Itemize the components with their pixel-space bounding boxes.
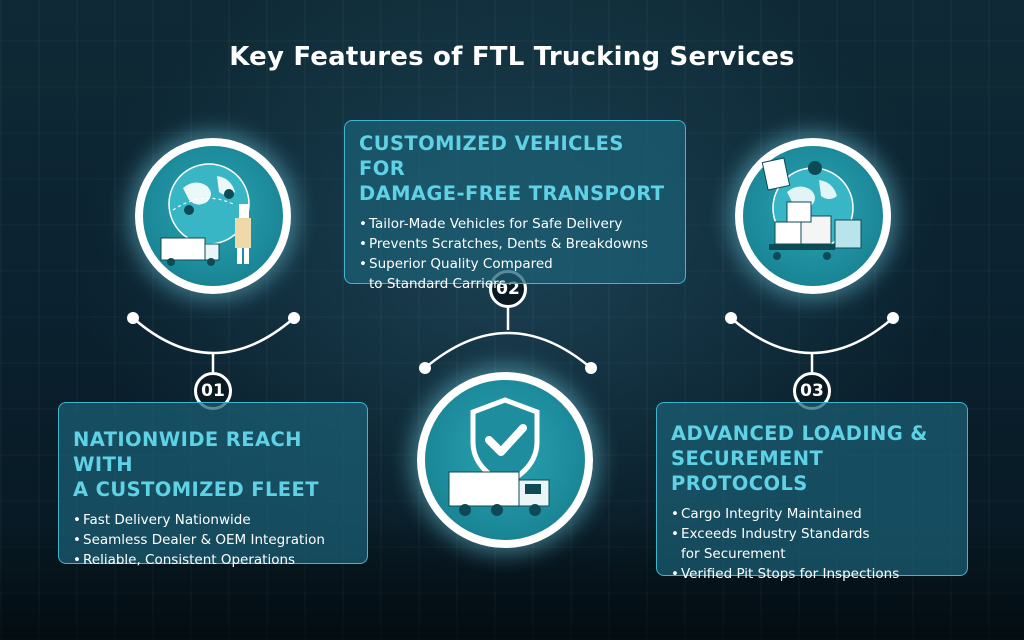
connector-arc-3 — [730, 317, 894, 355]
connector-dot — [887, 312, 899, 324]
feature-3-heading: ADVANCED LOADING & SECUREMENT PROTOCOLS — [671, 421, 953, 496]
feature-2-bullet-list: •Tailor-Made Vehicles for Safe Delivery … — [359, 214, 671, 294]
feature-1-heading-line-1: NATIONWIDE REACH WITH — [73, 428, 302, 476]
list-item: •Verified Pit Stops for Inspections — [671, 566, 900, 582]
connector-dot — [725, 312, 737, 324]
feature-2-heading-line-2: DAMAGE-FREE TRANSPORT — [359, 182, 665, 205]
feature-3-bullet-list: •Cargo Integrity Maintained •Exceeds Ind… — [671, 504, 953, 584]
list-item: •Prevents Scratches, Dents & Breakdowns — [359, 236, 649, 252]
feature-2-heading-line-1: CUSTOMIZED VEHICLES FOR — [359, 132, 624, 180]
shield-truck-icon — [448, 397, 550, 516]
connector-arc-2 — [424, 331, 592, 369]
feature-2-card: CUSTOMIZED VEHICLES FOR DAMAGE-FREE TRAN… — [344, 120, 686, 292]
list-item: •Seamless Dealer & OEM Integration — [73, 532, 325, 548]
feature-3-heading-line-1: ADVANCED LOADING & — [671, 422, 928, 445]
connector-dot — [127, 312, 139, 324]
list-item: •Fast Delivery Nationwide — [73, 512, 251, 528]
feature-3-illustration — [735, 138, 891, 294]
feature-2-heading: CUSTOMIZED VEHICLES FOR DAMAGE-FREE TRAN… — [359, 131, 671, 206]
page-title: Key Features of FTL Trucking Services — [229, 42, 795, 72]
feature-1-bullet-list: •Fast Delivery Nationwide •Seamless Deal… — [73, 510, 353, 570]
feature-2-illustration — [417, 372, 593, 548]
feature-3-card: ADVANCED LOADING & SECUREMENT PROTOCOLS … — [656, 402, 968, 582]
feature-1-illustration — [135, 138, 291, 294]
feature-3-heading-line-2: SECUREMENT PROTOCOLS — [671, 447, 824, 495]
connector-dot — [419, 362, 431, 374]
globe-truck-icon — [160, 163, 251, 266]
list-item: •Cargo Integrity Maintained — [671, 506, 862, 522]
connector-dot — [585, 362, 597, 374]
feature-1-card: NATIONWIDE REACH WITH A CUSTOMIZED FLEET… — [58, 402, 368, 568]
globe-cargo-icon — [761, 157, 862, 260]
connector-dot — [288, 312, 300, 324]
connector-arc-1 — [132, 317, 295, 355]
feature-1-heading: NATIONWIDE REACH WITH A CUSTOMIZED FLEET — [73, 427, 353, 502]
list-item: •Tailor-Made Vehicles for Safe Delivery — [359, 216, 623, 232]
list-item: •Reliable, Consistent Operations — [73, 552, 296, 568]
feature-1-heading-line-2: A CUSTOMIZED FLEET — [73, 478, 319, 501]
feature-1-number-badge: 01 — [194, 372, 232, 410]
